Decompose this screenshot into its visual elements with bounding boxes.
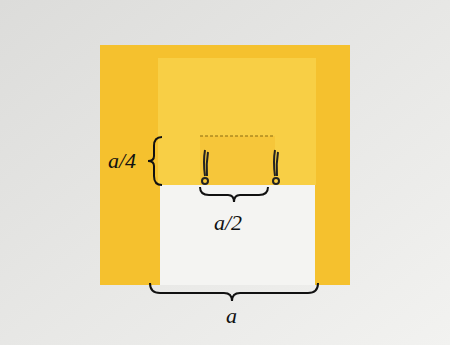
scissor-cuts	[202, 150, 279, 184]
inner-paper	[158, 58, 316, 185]
dimension-label: a/2	[214, 212, 242, 234]
dimension-label: a	[226, 305, 237, 327]
dimension-braces	[148, 137, 318, 301]
fold-line	[200, 136, 275, 137]
dimension-label: a/4	[108, 150, 136, 172]
flap	[200, 136, 275, 185]
white-notch	[160, 185, 315, 285]
outer-paper	[100, 45, 350, 285]
